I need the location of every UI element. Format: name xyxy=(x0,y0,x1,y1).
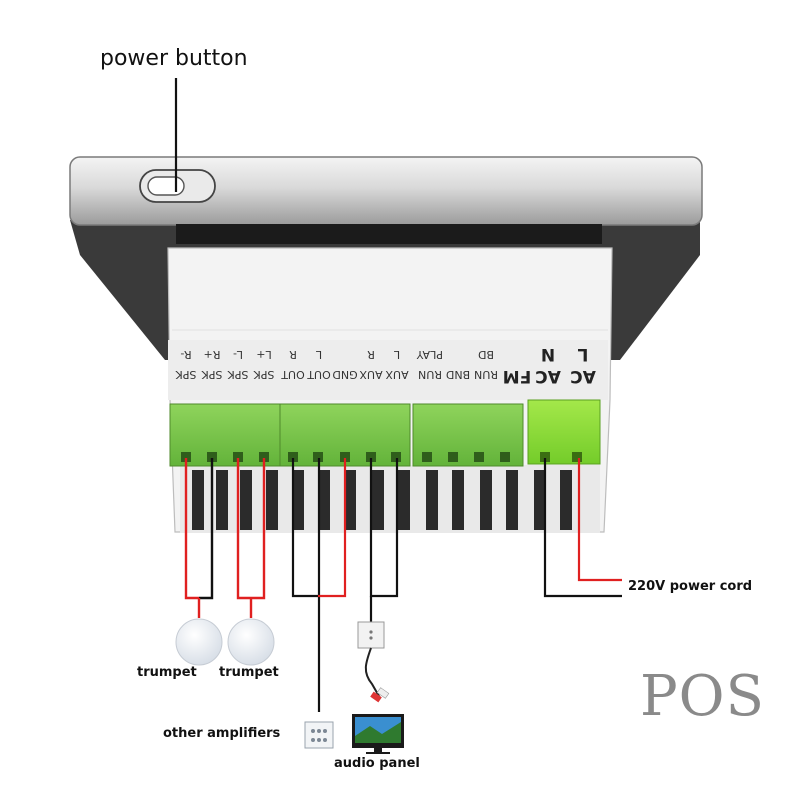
power-button-label: power button xyxy=(100,46,248,71)
trumpet-label-1: trumpet xyxy=(137,665,197,680)
speaker-disc-icon xyxy=(175,618,223,666)
label-panel xyxy=(168,340,608,400)
speaker-disc-icon xyxy=(227,618,275,666)
speaker-wiring xyxy=(184,458,266,618)
amplifier-module-icon xyxy=(304,721,334,749)
signal-wiring xyxy=(291,458,399,712)
aux-cable xyxy=(364,647,381,699)
power-wiring xyxy=(543,458,622,598)
audio-panel-label: audio panel xyxy=(334,756,420,771)
watermark: POS xyxy=(640,664,765,729)
heatsink-fins xyxy=(180,465,600,533)
terminal-blocks xyxy=(169,399,601,467)
frame-slot xyxy=(176,224,602,244)
other-amplifiers-label: other amplifiers xyxy=(163,726,281,741)
trumpet-label-2: trumpet xyxy=(219,665,279,680)
terminal-block-power xyxy=(527,399,601,465)
power-switch-knob[interactable] xyxy=(147,176,185,196)
power-cord-label: 220V power cord xyxy=(628,579,753,594)
monitor-icon xyxy=(352,714,404,754)
aux-jack-icon xyxy=(357,621,385,649)
